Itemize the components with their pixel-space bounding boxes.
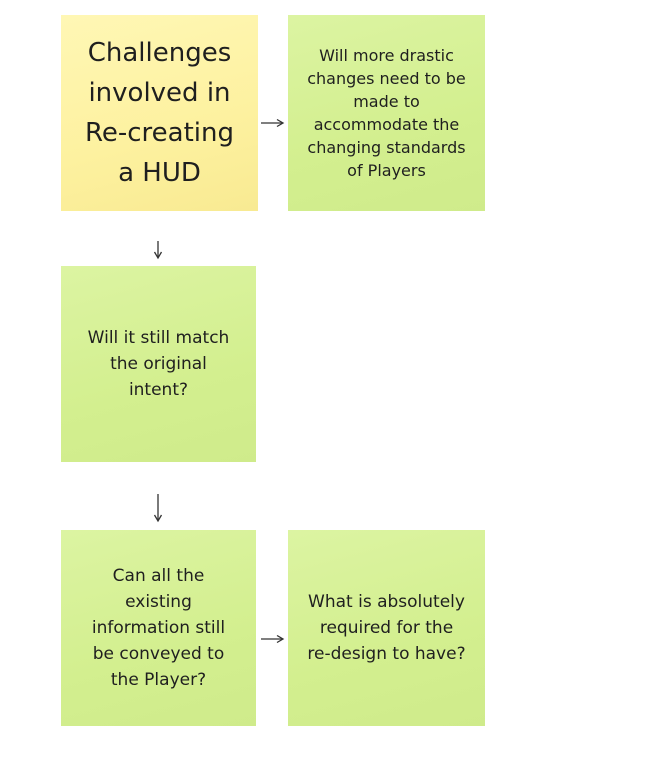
arrow-right-connector-bottom xyxy=(261,634,285,644)
sticky-note-original-intent-text: Will it still match the original intent? xyxy=(87,328,230,400)
sticky-note-title-text: Challenges involved in Re-creating a HUD xyxy=(84,38,235,188)
sticky-note-required-features-text: What is absolutely required for the re-d… xyxy=(307,592,466,664)
arrow-down-connector-top xyxy=(153,241,163,260)
arrow-down-connector-middle xyxy=(153,494,163,523)
sticky-note-drastic-changes-text: Will more drastic changes need to be mad… xyxy=(307,46,466,180)
sticky-note-required-features[interactable]: What is absolutely required for the re-d… xyxy=(288,530,485,726)
arrow-right-connector-top xyxy=(261,118,285,128)
sticky-note-information-conveyed[interactable]: Can all the existing information still b… xyxy=(61,530,256,726)
sticky-note-title[interactable]: Challenges involved in Re-creating a HUD xyxy=(61,15,258,211)
sticky-note-drastic-changes[interactable]: Will more drastic changes need to be mad… xyxy=(288,15,485,211)
sticky-note-original-intent[interactable]: Will it still match the original intent? xyxy=(61,266,256,462)
sticky-note-information-conveyed-text: Can all the existing information still b… xyxy=(91,566,226,690)
